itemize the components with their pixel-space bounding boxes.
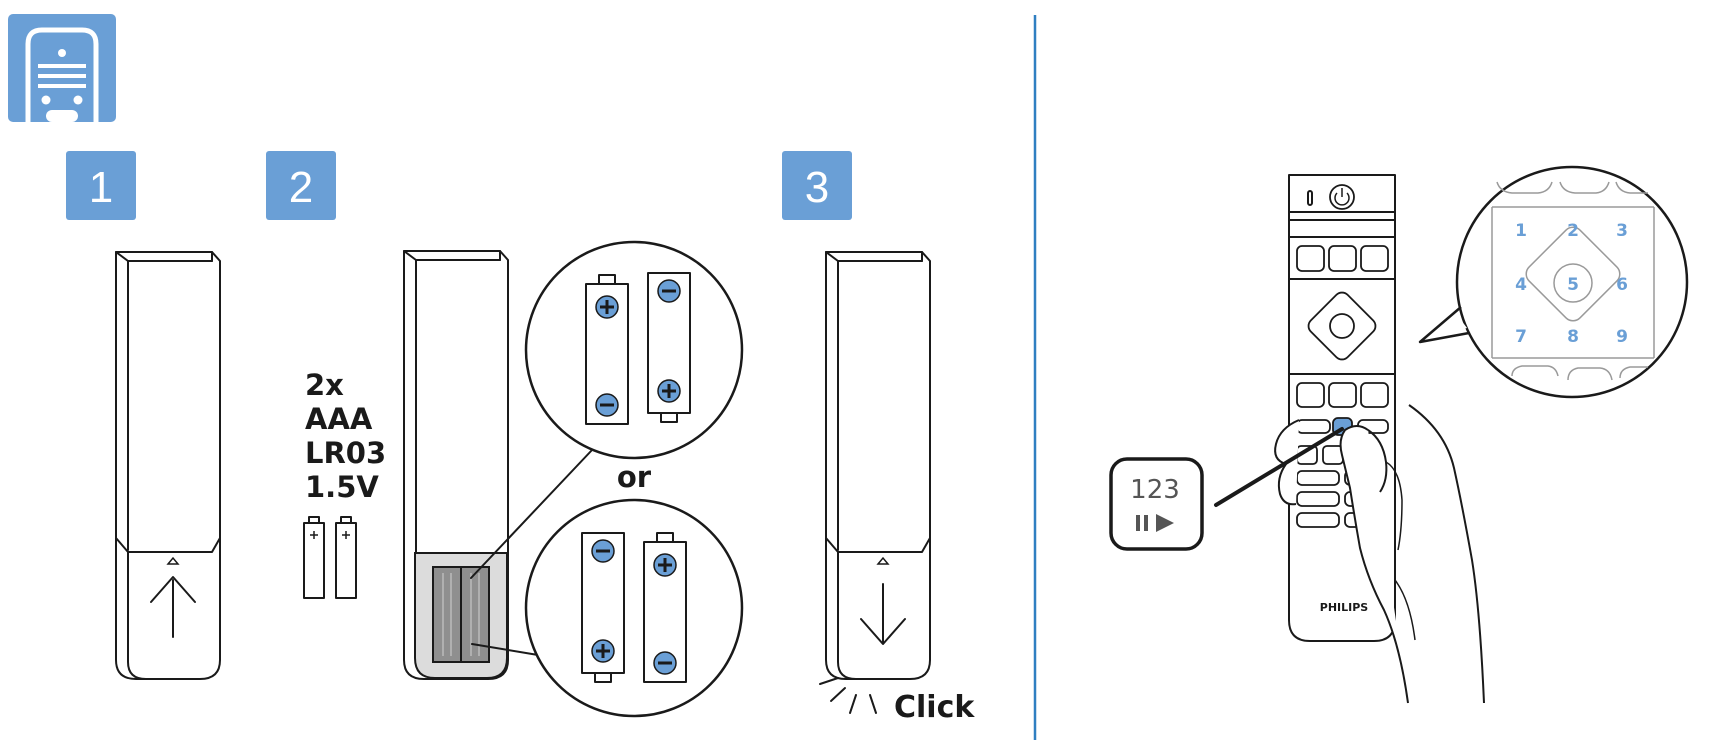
key-callout: 123: [1109, 457, 1204, 551]
step-1-badge: 1: [66, 151, 136, 220]
svg-text:2: 2: [1567, 221, 1579, 241]
svg-text:AAA: AAA: [305, 402, 373, 436]
svg-text:LR03: LR03: [305, 436, 386, 470]
svg-text:4: 4: [1515, 275, 1527, 295]
svg-text:8: 8: [1567, 327, 1579, 347]
step-2-badge: 2: [266, 151, 336, 220]
battery-orientation-detail-b: [524, 498, 744, 718]
click-label: Click: [894, 690, 975, 725]
svg-text:7: 7: [1515, 327, 1527, 347]
battery-orientation-detail-a: [524, 240, 744, 460]
step-3-remote: [825, 251, 931, 680]
svg-text:1: 1: [89, 163, 113, 212]
svg-text:9: 9: [1616, 327, 1628, 347]
step-1-remote: [115, 251, 221, 680]
battery-pair-icon: [303, 516, 357, 599]
svg-text:2: 2: [289, 163, 313, 212]
svg-text:123: 123: [1130, 475, 1180, 505]
svg-text:3: 3: [805, 163, 829, 212]
navigation-dpad: [1307, 291, 1377, 361]
svg-text:1: 1: [1515, 221, 1527, 241]
arrow-down-icon: [860, 583, 906, 645]
remote-control-icon: [8, 14, 116, 122]
svg-text:3: 3: [1616, 221, 1628, 241]
arrow-up-icon: [150, 576, 196, 638]
brand-logo: PHILIPS: [1320, 601, 1369, 614]
pause-play-icon: [1136, 514, 1174, 532]
step-2-remote: [403, 250, 509, 680]
click-motion-lines-icon: [819, 677, 877, 714]
step-3-badge: 3: [782, 151, 852, 220]
svg-text:6: 6: [1616, 275, 1628, 295]
svg-text:5: 5: [1567, 275, 1579, 295]
svg-text:1.5V: 1.5V: [305, 470, 379, 504]
power-button-icon: [1329, 184, 1355, 210]
svg-text:2x: 2x: [305, 368, 344, 402]
battery-spec: 2x AAA LR03 1.5V: [305, 368, 386, 504]
or-label: or: [617, 460, 652, 494]
numpad-zoom-detail: 1 2 3 4 5 6 7 8 9: [1418, 165, 1689, 399]
